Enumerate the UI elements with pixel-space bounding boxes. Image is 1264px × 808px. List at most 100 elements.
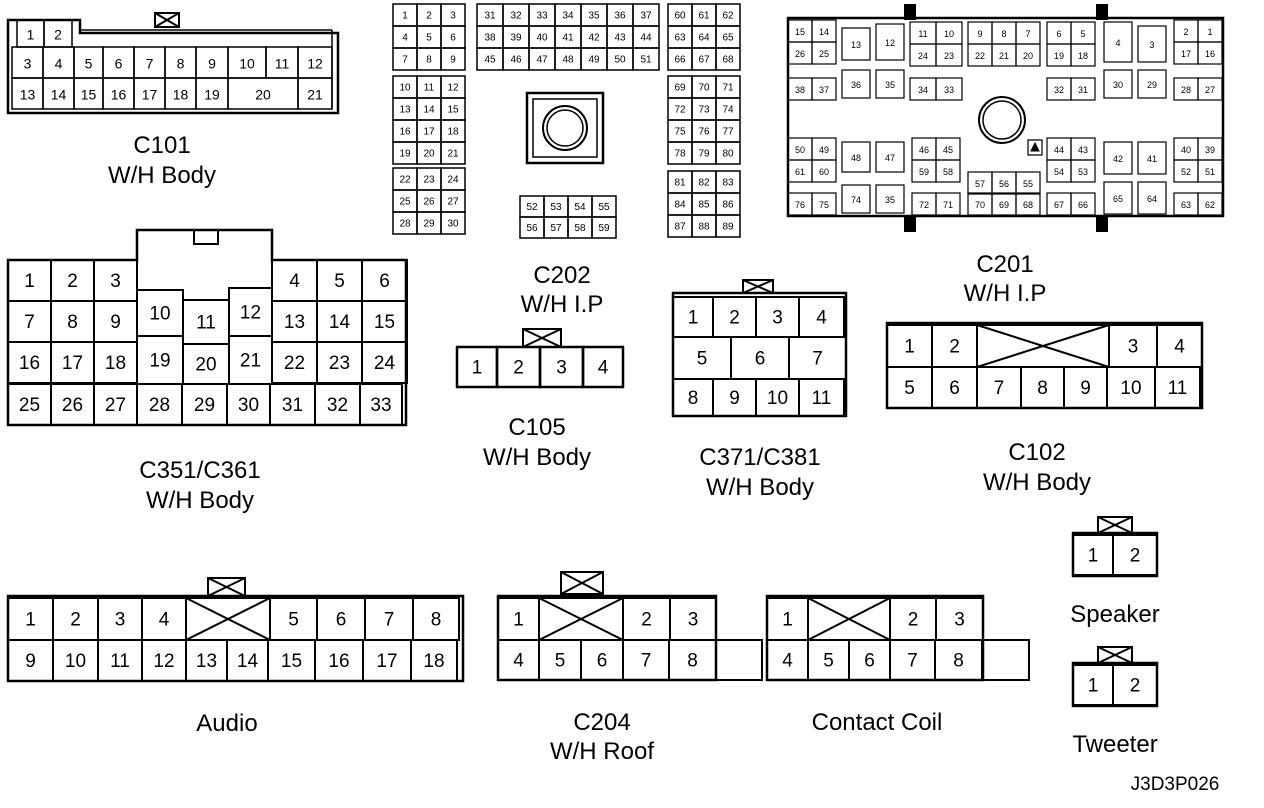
pin-number: 52 [1181,167,1191,177]
pin-number: 2 [513,358,524,379]
pin-number: 21 [240,351,261,372]
outline [715,141,741,165]
pin-number: 15 [281,651,302,672]
pin-number: 47 [885,153,895,163]
pin-number: 32 [1054,85,1064,95]
pin-number: 5 [823,651,834,672]
pin-number: 44 [1054,145,1064,155]
c105-label: C105 [508,414,565,441]
pin-number: 10 [767,388,788,409]
outline [786,16,1225,218]
pin-number: 8 [1037,378,1048,399]
pin-number: 25 [19,395,40,416]
pin-number: 30 [447,219,459,230]
pin-number: 45 [943,145,953,155]
pin-number: 15 [447,105,459,116]
pin-number: 14 [237,651,259,672]
c371-harness-label: W/H Body [706,474,814,501]
pin-number: 6 [755,349,766,370]
outline [1112,664,1158,706]
pin-number: 2 [1183,27,1188,37]
figure-code: J3D3P026 [1131,774,1220,795]
outline [1030,141,1040,152]
pin-number: 27 [447,197,459,208]
pin-number: 51 [640,55,652,66]
outline [1070,77,1096,101]
outline [935,159,961,183]
pin-number: 13 [196,651,217,672]
pin-number: 20 [1023,51,1033,61]
pin-number: 27 [105,395,126,416]
outline [1097,646,1133,664]
pin-number: 12 [885,38,895,48]
pin-number: 71 [943,200,953,210]
pin-number: 32 [510,11,522,22]
pin-number: 43 [614,33,626,44]
outline [560,571,604,595]
mounting-tab [1096,216,1108,232]
pin-number: 22 [284,353,305,374]
outline [1197,159,1223,183]
outline [935,192,961,216]
pin-number: 73 [698,105,710,116]
c351-harness-label: W/H Body [146,487,254,514]
pin-number: 40 [1181,145,1191,155]
outline [591,216,617,239]
outline [1197,192,1223,216]
pin-number: 7 [402,55,408,66]
pin-number: 69 [674,83,686,94]
pin-number: 31 [1078,85,1088,95]
pin-number: 18 [173,87,189,103]
pin-number: 64 [698,33,710,44]
pin-number: 34 [562,11,574,22]
c102-label: C102 [1008,439,1065,466]
pin-number: 4 [816,308,827,329]
outline [811,77,837,101]
pin-number: 30 [1113,80,1123,90]
pin-number: 36 [614,11,626,22]
pin-number: 13 [851,40,861,50]
outline [632,47,660,71]
pin-number: 11 [196,313,216,334]
outline [440,47,466,71]
pin-number: 16 [399,127,411,138]
pin-number: 18 [105,353,126,374]
pin-number: 26 [423,197,435,208]
pin-number: 4 [513,651,524,672]
pin-number: 12 [240,303,261,324]
pin-number: 32 [327,395,348,416]
pin-number: 11 [424,83,435,94]
pin-number: 10 [149,304,170,325]
pin-number: 25 [399,197,411,208]
pin-number: 43 [1078,145,1088,155]
pin-number: 9 [25,651,36,672]
pin-number: 23 [944,51,954,61]
pin-number: 74 [851,195,861,205]
pin-number: 6 [450,33,456,44]
pin-number: 84 [674,200,686,211]
pin-number: 80 [722,149,734,160]
outline [811,159,837,183]
outline [1197,41,1223,65]
pin-number: 18 [447,127,459,138]
pin-number: 40 [536,33,548,44]
audio-label: Audio [196,710,257,737]
pin-number: 2 [908,610,919,631]
outline [1197,77,1223,101]
pin-number: 17 [376,651,397,672]
pin-number: 21 [999,51,1009,61]
outline [1071,531,1159,578]
pin-number: 11 [110,651,130,672]
outline [742,279,774,294]
outline [976,324,1110,368]
pin-number: 1 [402,11,408,22]
pin-number: 29 [423,219,435,230]
c371-label: C371/C381 [699,444,820,471]
pin-number: 10 [1120,378,1141,399]
outline [207,577,246,597]
